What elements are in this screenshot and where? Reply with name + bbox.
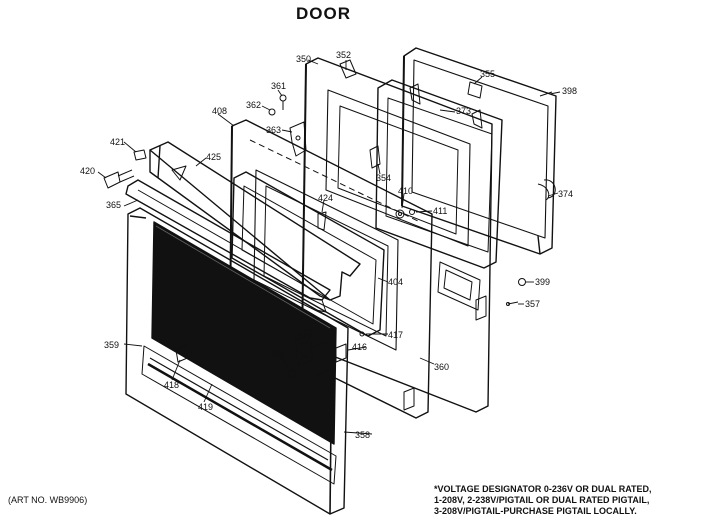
label-363: 363	[266, 125, 281, 135]
label-399: 399	[535, 277, 550, 287]
voltage-note: *VOLTAGE DESIGNATOR 0-236V OR DUAL RATED…	[434, 484, 652, 517]
label-360: 360	[434, 362, 449, 372]
diagram-title: DOOR	[296, 4, 351, 23]
label-418: 418	[164, 380, 179, 390]
screw-398	[539, 91, 553, 97]
hinge-bracket-363	[289, 121, 307, 157]
switch-396	[287, 341, 331, 379]
leader-lines	[97, 59, 561, 435]
dark-glass	[151, 221, 337, 445]
label-410: 410	[398, 186, 413, 196]
voltage-note-line: *VOLTAGE DESIGNATOR 0-236V OR DUAL RATED…	[434, 484, 652, 494]
voltage-note-line: 3-208V/PIGTAIL-PURCHASE PIGTAIL LOCALLY.	[434, 506, 637, 516]
label-420: 420	[80, 166, 95, 176]
label-352: 352	[336, 50, 351, 60]
label-425: 425	[206, 152, 221, 162]
screw-421	[133, 149, 147, 161]
nut-411	[409, 209, 415, 215]
screw-362	[268, 108, 276, 116]
label-361: 361	[271, 81, 286, 91]
screw-417	[359, 331, 365, 337]
label-373: 373	[456, 106, 471, 116]
screw-361	[279, 94, 287, 110]
label-398: 398	[562, 86, 577, 96]
label-396: 396	[270, 349, 285, 359]
label-365: 365	[106, 200, 121, 210]
label-417: 417	[388, 330, 403, 340]
rear-frame-355	[401, 47, 557, 255]
label-424: 424	[318, 193, 333, 203]
screw-399	[518, 278, 526, 286]
voltage-note-line: 1-208V, 2-238V/PIGTAIL OR DUAL RATED PIG…	[434, 495, 650, 505]
label-411: 411	[433, 206, 447, 216]
label-358: 358	[355, 430, 370, 440]
clip-354	[369, 145, 381, 169]
art-number: (ART NO. WB9906)	[8, 495, 88, 505]
clip-418	[175, 343, 193, 363]
window-pane-373	[375, 79, 503, 269]
screw-424	[317, 211, 327, 231]
spring-410	[395, 209, 405, 219]
clip-374	[537, 183, 550, 201]
label-404: 404	[388, 277, 403, 287]
label-359: 359	[104, 340, 119, 350]
label-408: 408	[212, 106, 227, 116]
bolt-420	[103, 169, 135, 189]
label-421: 421	[110, 137, 125, 147]
part-labels: 350 352 355 398 361 362 363 373 408 421 …	[80, 50, 577, 440]
label-419: 419	[198, 402, 213, 412]
label-374: 374	[558, 189, 573, 199]
label-354: 354	[376, 173, 391, 183]
screw-357	[506, 301, 519, 306]
label-355: 355	[480, 69, 495, 79]
label-357: 357	[525, 299, 540, 309]
label-362: 362	[246, 100, 261, 110]
bracket-416	[335, 343, 347, 363]
label-416: 416	[352, 342, 367, 352]
label-422: 422	[298, 328, 313, 338]
label-350: 350	[296, 54, 311, 64]
glass-pane-404	[231, 171, 385, 337]
